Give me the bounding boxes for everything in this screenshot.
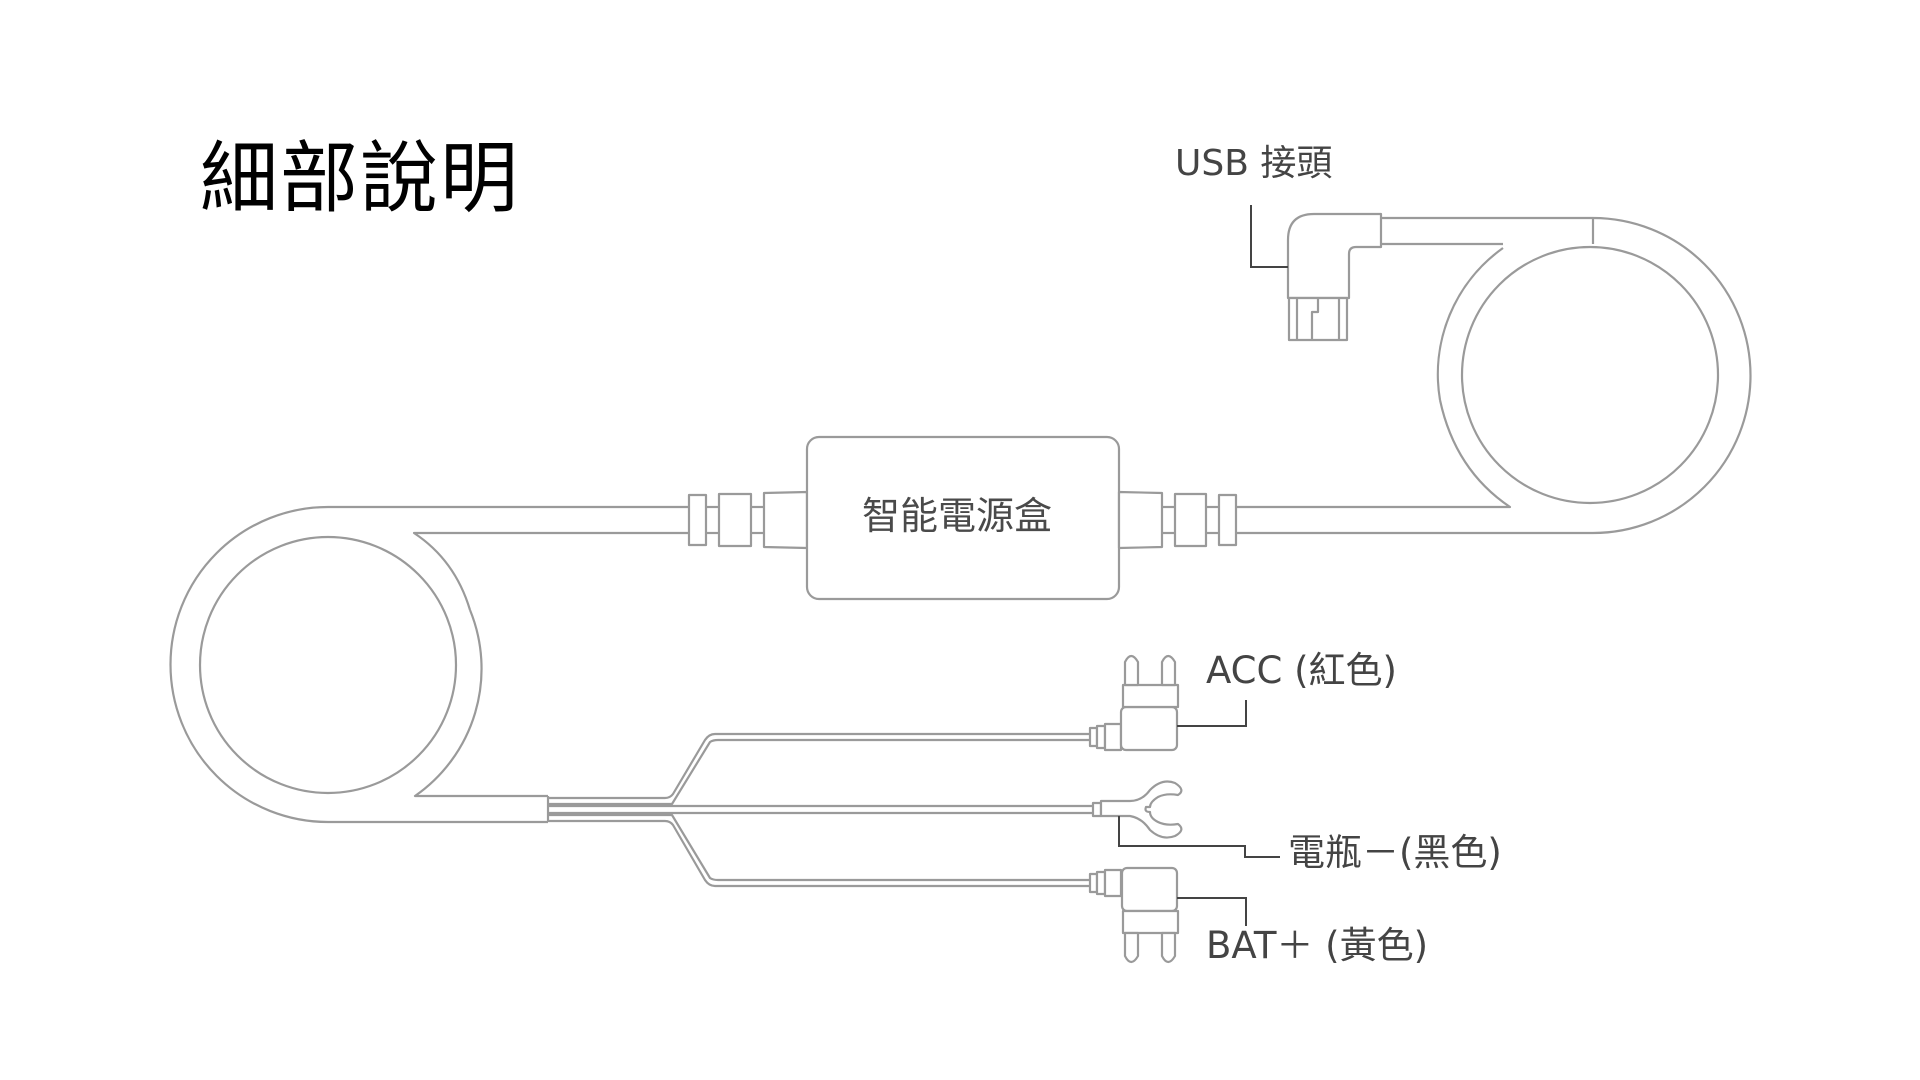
ground-leader-line [1118, 816, 1280, 858]
page-title: 細部說明 [200, 134, 521, 224]
left-cable-loop [169, 505, 689, 824]
right-strain-relief [1117, 490, 1238, 550]
bat-wire-label: BAT＋ (黃色) [1206, 924, 1429, 967]
usb-leader-line [1250, 205, 1288, 268]
usb-connector-label: USB 接頭 [1175, 143, 1333, 184]
power-box-label: 智能電源盒 [862, 494, 1053, 538]
ground-wire-label: 電瓶－(黑色) [1288, 831, 1502, 874]
acc-fuse-tap-icon [1088, 654, 1180, 752]
left-strain-relief [687, 490, 809, 550]
ground-fork-terminal-icon [1091, 780, 1183, 839]
right-cable-loop [1236, 216, 1752, 535]
usb-connector-icon [1286, 212, 1383, 342]
acc-leader-line [1177, 700, 1247, 727]
bat-leader-line [1177, 897, 1247, 926]
acc-wire-label: ACC (紅色) [1206, 649, 1397, 692]
bat-fuse-tap-icon [1088, 866, 1180, 964]
wire-harness [548, 732, 1093, 888]
